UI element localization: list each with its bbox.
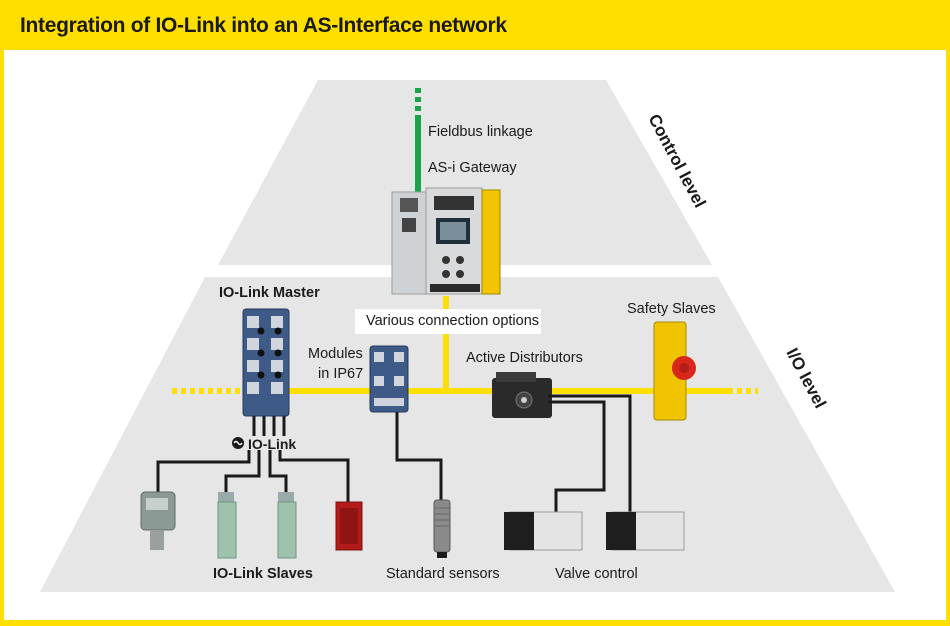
modules-label-line1: Modules	[308, 346, 363, 362]
connection-options-label: Various connection options	[366, 313, 540, 329]
iolink-slave-3	[277, 492, 297, 559]
valve-2	[606, 511, 685, 551]
active-distributors-label: Active Distributors	[466, 350, 583, 366]
connection-options-box	[355, 309, 541, 334]
gateway-label: AS-i Gateway	[428, 160, 517, 176]
page-title: Integration of IO-Link into an AS-Interf…	[20, 14, 507, 37]
valve-control-label: Valve control	[555, 566, 638, 582]
fieldbus-label: Fieldbus linkage	[428, 124, 533, 140]
modules-label-line2: in IP67	[318, 366, 364, 382]
ip67-module-device	[369, 345, 409, 413]
iolink-logo-text: IO-Link	[248, 436, 297, 452]
distributor-valve-cables	[548, 394, 632, 514]
iolink-master-cables	[156, 416, 350, 504]
io-level-label: I/O level	[782, 345, 829, 411]
iolink-slaves-label: IO-Link Slaves	[213, 566, 313, 582]
iolink-slave-4	[335, 501, 363, 551]
control-level-plane	[218, 80, 712, 265]
iolink-master-device	[242, 308, 290, 417]
active-distributor-device	[492, 372, 552, 418]
valve-1	[504, 511, 583, 551]
safety-slave-device	[653, 321, 696, 421]
module-sensor-cable	[395, 412, 443, 500]
iolink-slave-1	[140, 491, 176, 550]
asi-gateway-device	[391, 187, 501, 295]
iolink-logo-symbol	[232, 437, 244, 449]
standard-sensor-device	[433, 499, 451, 558]
iolink-slave-2	[217, 492, 237, 559]
standard-sensors-label: Standard sensors	[386, 566, 500, 582]
safety-slaves-label: Safety Slaves	[627, 301, 716, 317]
iolink-master-label: IO-Link Master	[219, 285, 320, 301]
